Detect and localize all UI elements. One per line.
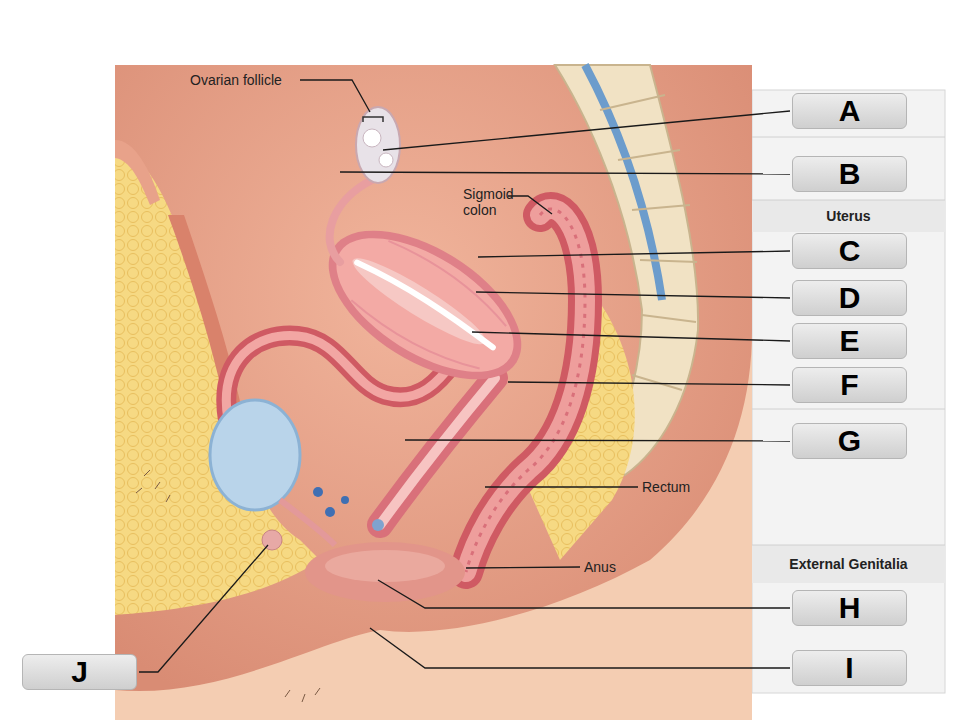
answer-box: C (792, 233, 907, 269)
answer-box: A (792, 93, 907, 129)
answer-box: G (792, 423, 907, 459)
part-label: Rectum (642, 479, 722, 495)
answer-box: I (792, 650, 907, 686)
callout-letter: A (839, 96, 861, 126)
callout-letter: E (839, 326, 859, 356)
answer-box: J (22, 654, 137, 690)
callout-letter: C (839, 236, 861, 266)
callout-letter: D (839, 283, 861, 313)
answer-box: D (792, 280, 907, 316)
callout-letter: F (840, 370, 858, 400)
panel-heading: Uterus (752, 208, 945, 224)
part-label: Ovarian follicle (190, 72, 300, 88)
answer-box: B (792, 156, 907, 192)
part-label: Sigmoid colon (463, 186, 525, 218)
answer-box: H (792, 590, 907, 626)
answer-box: E (792, 323, 907, 359)
callout-letter: B (839, 159, 861, 189)
callout-letter: G (838, 426, 861, 456)
panel-heading: External Genitalia (752, 556, 945, 572)
answer-box: F (792, 367, 907, 403)
part-label: Anus (584, 559, 644, 575)
callout-letter: H (839, 593, 861, 623)
callout-letter: J (71, 657, 88, 687)
callout-letter: I (845, 653, 853, 683)
